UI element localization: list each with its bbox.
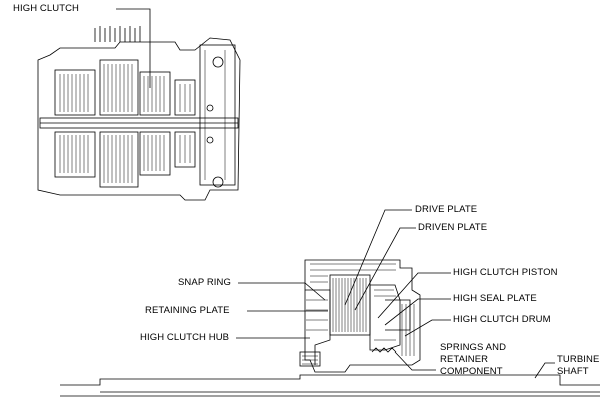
label-high-seal-plate: HIGH SEAL PLATE [453, 293, 537, 304]
label-springs-line-3: COMPONENT [440, 366, 503, 377]
label-high-clutch-drum: HIGH CLUTCH DRUM [453, 314, 551, 325]
high-clutch-section [60, 259, 600, 397]
label-springs-line-1: SPRINGS AND [440, 342, 507, 353]
label-high-clutch-hub: HIGH CLUTCH HUB [140, 332, 230, 343]
overview-hatching [59, 50, 226, 183]
leader-lines [236, 209, 555, 379]
label-springs-line-2: RETAINER [440, 354, 489, 365]
leader-high-clutch [116, 8, 151, 88]
label-drive-plate: DRIVE PLATE [415, 204, 478, 215]
label-turbine-line-2: SHAFT [557, 366, 589, 377]
label-driven-plate: DRIVEN PLATE [418, 222, 488, 233]
label-high-clutch-piston: HIGH CLUTCH PISTON [453, 267, 558, 278]
label-high-clutch: HIGH CLUTCH [13, 3, 80, 14]
transmission-overview [37, 26, 241, 201]
label-turbine-line-1: TURBINE [557, 354, 600, 365]
clutch-hatching [302, 263, 415, 365]
label-retaining-plate: RETAINING PLATE [145, 305, 230, 316]
label-snap-ring: SNAP RING [178, 277, 231, 288]
